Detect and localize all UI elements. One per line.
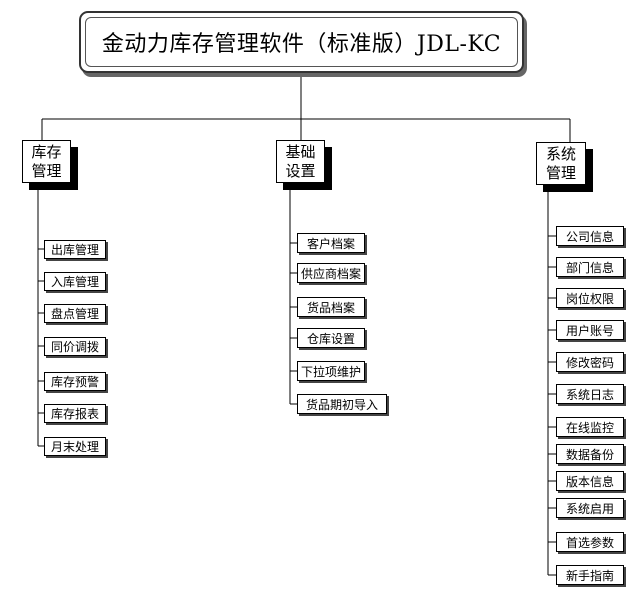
category-basic-settings: 基础 设置	[276, 140, 325, 183]
item-stock-report: 库存报表	[44, 404, 106, 423]
item-position-permissions: 岗位权限	[556, 288, 624, 308]
item-inbound-management: 入库管理	[44, 272, 106, 291]
category-label-line2: 设置	[285, 161, 316, 180]
item-user-accounts: 用户账号	[556, 320, 624, 340]
item-month-end-processing: 月末处理	[44, 437, 106, 456]
item-outbound-management: 出库管理	[44, 240, 106, 259]
item-change-password: 修改密码	[556, 352, 624, 372]
category-label-line1: 系统	[545, 144, 576, 163]
item-system-log: 系统日志	[556, 384, 624, 404]
item-company-info: 公司信息	[556, 226, 624, 246]
category-label-line1: 库存	[31, 142, 62, 161]
category-label-line2: 管理	[31, 161, 62, 180]
category-inventory-management: 库存 管理	[22, 140, 71, 183]
item-system-enable: 系统启用	[556, 498, 624, 518]
item-initial-goods-import: 货品期初导入	[297, 394, 387, 414]
root-title: 金动力库存管理软件（标准版）JDL-KC	[101, 32, 502, 57]
item-preferences: 首选参数	[556, 532, 624, 552]
item-version-info: 版本信息	[556, 471, 624, 491]
item-warehouse-settings: 仓库设置	[297, 328, 365, 348]
item-beginner-guide: 新手指南	[556, 565, 624, 585]
item-same-price-transfer: 同价调拨	[44, 337, 106, 356]
category-label-line1: 基础	[285, 142, 316, 161]
item-supplier-records: 供应商档案	[297, 263, 365, 283]
item-online-monitoring: 在线监控	[556, 417, 624, 437]
item-department-info: 部门信息	[556, 257, 624, 277]
root-title-box: 金动力库存管理软件（标准版）JDL-KC	[79, 11, 524, 73]
category-label-line2: 管理	[545, 163, 576, 182]
item-dropdown-maintenance: 下拉项维护	[297, 361, 365, 381]
item-stocktaking: 盘点管理	[44, 304, 106, 323]
item-customer-records: 客户档案	[297, 233, 365, 253]
item-stock-alert: 库存预警	[44, 372, 106, 391]
item-data-backup: 数据备份	[556, 444, 624, 464]
category-system-management: 系统 管理	[536, 142, 586, 185]
item-goods-records: 货品档案	[297, 297, 365, 317]
